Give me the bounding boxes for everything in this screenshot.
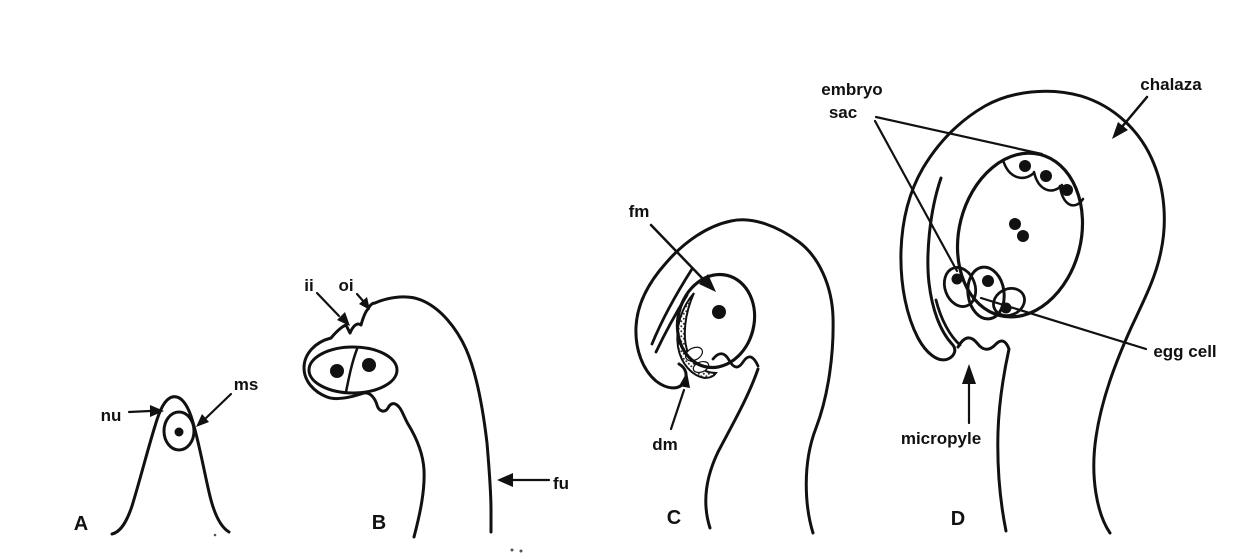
ms-arrowhead-icon [196,414,209,427]
dm-arrow [669,372,690,431]
egg-cell-leader-line [979,296,1148,351]
panel-b: ii oi fu B [302,276,569,539]
ovule-outline-d [899,89,1166,535]
label-dm: dm [652,435,678,454]
nu-arrow [127,405,164,417]
panel-d: embryo sac chalaza egg cell micropyle D [821,75,1217,535]
antipodal-nucleus-dot-2 [1040,170,1052,182]
fu-arrowhead-icon [497,473,513,487]
label-chalaza: chalaza [1140,75,1202,94]
dyad-nucleus-dot-left [330,364,344,378]
nu-arrowhead-icon [150,405,164,417]
fu-arrow [497,473,551,487]
micropylar-bumps-and-funiculus-edge [956,336,1011,533]
oi-arrow [355,292,370,310]
synergid-nucleus-dot-left [951,273,963,285]
inner-integument-tip-line [934,298,962,347]
egg-nucleus-dot [982,275,994,287]
polar-nucleus-dot-1 [1009,218,1021,230]
label-embryo-sac-line2: sac [829,103,857,122]
panel-letter-a: A [74,513,88,535]
chalaza-arrowhead-icon [1112,122,1128,139]
label-ms: ms [234,375,259,394]
ii-arrow [315,291,350,326]
megaspore-nucleus-dot [174,427,184,437]
dyad-divider-wall [344,347,359,394]
label-ii: ii [304,276,313,295]
panel-a: nu ms A [74,375,259,536]
label-oi: oi [338,276,353,295]
fm-arrow [649,223,716,292]
label-micropyle: micropyle [901,429,981,448]
dyad-nucleus-dot-right [362,358,376,372]
functional-megaspore-nucleus-dot [712,305,726,319]
neck-inner-edge [704,367,760,530]
scan-speckles [213,533,523,553]
chalaza-arrow [1112,95,1149,139]
panel-letter-d: D [951,508,965,530]
inner-integument-wavy-tip [711,352,760,369]
dm-arrowhead-icon [679,372,690,388]
antipodal-cell-arc-1 [1001,158,1036,180]
antipodal-nucleus-dot-3 [1061,184,1073,196]
ms-arrow [196,392,233,427]
micropyle-arrowhead-icon [962,364,976,384]
integument-layer-line-1 [650,267,694,346]
label-fu: fu [553,474,569,493]
ovule-outline-c [634,218,835,535]
embryo-sac-leader-line-2 [873,119,959,273]
megaspore-mother-cell-oval [162,410,196,452]
label-fm: fm [629,202,650,221]
panel-c: fm dm C [629,202,835,535]
fm-arrowhead-icon [699,274,716,292]
antipodal-cell-arc-3 [1058,184,1085,207]
functional-megaspore-oval [675,272,757,370]
panel-letter-b: B [372,512,386,534]
nucellus-outline [110,395,231,536]
label-egg-cell: egg cell [1153,342,1216,361]
label-embryo-sac-line1: embryo [821,80,882,99]
embryo-sac-leader-line-1 [874,115,1044,156]
dyad-oval [307,345,399,395]
synergid-cell-right [992,287,1026,317]
oi-arrowhead-icon [359,297,370,310]
synergid-cell-left [942,266,978,308]
label-nu: nu [101,406,122,425]
polar-nucleus-dot-2 [1017,230,1029,242]
antipodal-nucleus-dot-1 [1019,160,1031,172]
ovule-outline-b [302,295,493,539]
micropyle-arrow [962,364,976,425]
panel-letter-c: C [667,507,681,529]
ii-arrowhead-icon [337,312,350,326]
